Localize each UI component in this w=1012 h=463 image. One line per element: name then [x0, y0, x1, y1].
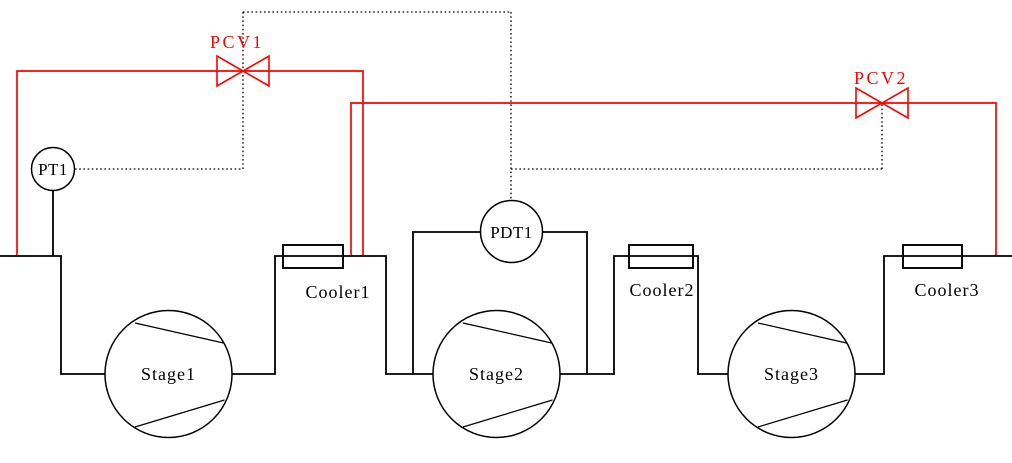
pcv1-label: PCV1 — [210, 32, 264, 52]
instrument-signal-lines — [75, 11, 883, 201]
stage2-circle — [432, 309, 561, 439]
process-lines — [0, 255, 1012, 375]
cooler2-box — [628, 244, 694, 269]
pt1-label: PT1 — [38, 160, 68, 179]
stage3-circle — [727, 309, 856, 439]
stage2-label: Stage2 — [469, 364, 524, 384]
pcv2-valve: PCV2 — [854, 68, 909, 120]
stage1-circle — [104, 309, 233, 439]
pcv1-valve-right-icon — [241, 54, 270, 88]
recycle-lines — [16, 70, 997, 256]
stage1-upper-chord — [134, 322, 224, 344]
pdt1-circle — [479, 199, 544, 264]
compressor-stage-2: Stage2 — [432, 309, 561, 439]
pdt1-label: PDT1 — [490, 223, 533, 242]
cooler3-label: Cooler3 — [915, 280, 980, 300]
cooler1-label: Cooler1 — [306, 282, 371, 302]
pdt1-right-tap — [543, 231, 588, 374]
stage3-lower-chord — [757, 399, 848, 428]
pcv2-valve-right-icon — [880, 86, 909, 120]
compressor-stage-1: Stage1 — [104, 309, 233, 439]
pcv2-label: PCV2 — [854, 68, 908, 88]
stage3-discharge-line — [855, 255, 1012, 375]
stage2-upper-chord — [462, 322, 552, 344]
pt1-circle — [30, 146, 76, 192]
pcv1-valve-left-icon — [216, 54, 245, 88]
stage3-upper-chord — [757, 322, 847, 344]
cooler3-box — [902, 244, 963, 269]
pdt1-left-tap — [412, 231, 480, 374]
pdt1-transmitter: PDT1 — [412, 199, 588, 374]
stage2-lower-chord — [462, 399, 553, 428]
pcv1-valve: PCV1 — [210, 32, 270, 88]
stage2-to-stage3-line — [560, 255, 728, 375]
cooler-3: Cooler3 — [902, 244, 980, 300]
pcv2-recycle-line — [350, 102, 997, 256]
compressor-stage-3: Stage3 — [727, 309, 856, 439]
cooler-1: Cooler1 — [282, 244, 371, 302]
pcv1-recycle-line — [16, 70, 364, 256]
cooler2-label: Cooler2 — [630, 280, 695, 300]
cooler-2: Cooler2 — [628, 244, 695, 300]
stage3-label: Stage3 — [764, 364, 819, 384]
feed-line — [0, 255, 105, 375]
pcv2-valve-left-icon — [855, 86, 884, 120]
stage1-label: Stage1 — [141, 364, 196, 384]
cooler1-box — [282, 244, 344, 269]
pt1-transmitter: PT1 — [30, 146, 76, 256]
stage1-to-stage2-line — [232, 255, 433, 375]
stage1-lower-chord — [134, 399, 225, 428]
